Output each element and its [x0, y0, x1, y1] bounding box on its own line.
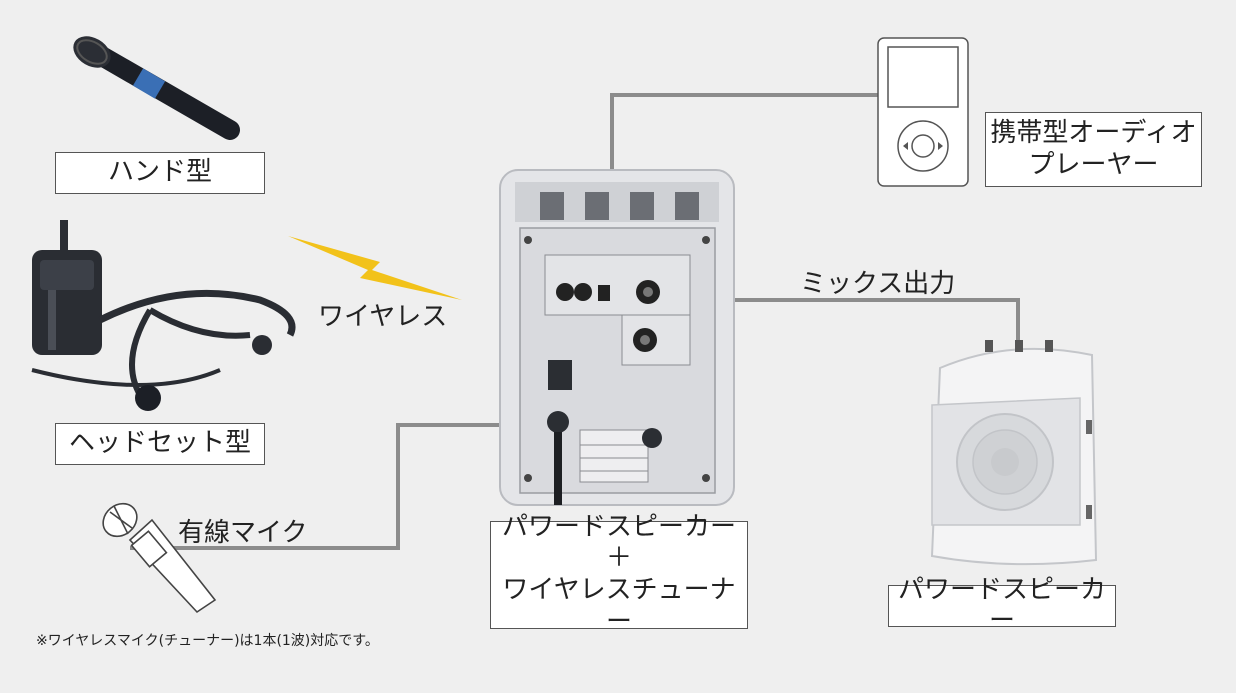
headset-mic-label: ヘッドセット型 [68, 428, 251, 459]
powered-speaker-icon [930, 340, 1098, 566]
wired-mic-connector [130, 423, 500, 550]
sub-speaker-label-box: パワードスピーカー [888, 575, 1116, 636]
audio-player-label-line2: プレーヤー [1028, 149, 1159, 180]
wireless-label: ワイヤレス [318, 302, 448, 332]
headset-mic-label-box: ヘッドセット型 [55, 423, 265, 465]
mix-out-connector [735, 298, 1020, 345]
main-unit-label-line3: ワイヤレスチューナー [502, 575, 736, 637]
audio-player-label-box: 携帯型オーディオ プレーヤー [985, 112, 1202, 187]
footnote: ※ワイヤレスマイク(チューナー)は1本(1波)対応です。 [36, 633, 379, 649]
main-unit-label-line1: パワードスピーカー [501, 511, 736, 542]
player-connector [610, 93, 878, 170]
mix-out-label: ミックス出力 [800, 269, 956, 299]
handheld-mic-label: ハンド型 [107, 157, 212, 188]
sub-speaker-label: パワードスピーカー [897, 574, 1106, 636]
handheld-mic-icon [73, 36, 240, 140]
powered-speaker-tuner-icon [499, 169, 735, 506]
main-unit-label-line2: ＋ [605, 543, 632, 574]
headset-mic-icon [31, 220, 296, 411]
wired-mic-label: 有線マイク [178, 518, 308, 548]
audio-player-icon [877, 37, 969, 187]
wired-mic-icon [102, 502, 217, 614]
connector-lines [130, 93, 1020, 550]
main-unit-label-box: パワードスピーカー ＋ ワイヤレスチューナー [490, 512, 748, 637]
handheld-mic-label-box: ハンド型 [55, 152, 265, 194]
wireless-bolt-icon [288, 236, 462, 300]
audio-player-label-line1: 携帯型オーディオ [990, 118, 1197, 149]
